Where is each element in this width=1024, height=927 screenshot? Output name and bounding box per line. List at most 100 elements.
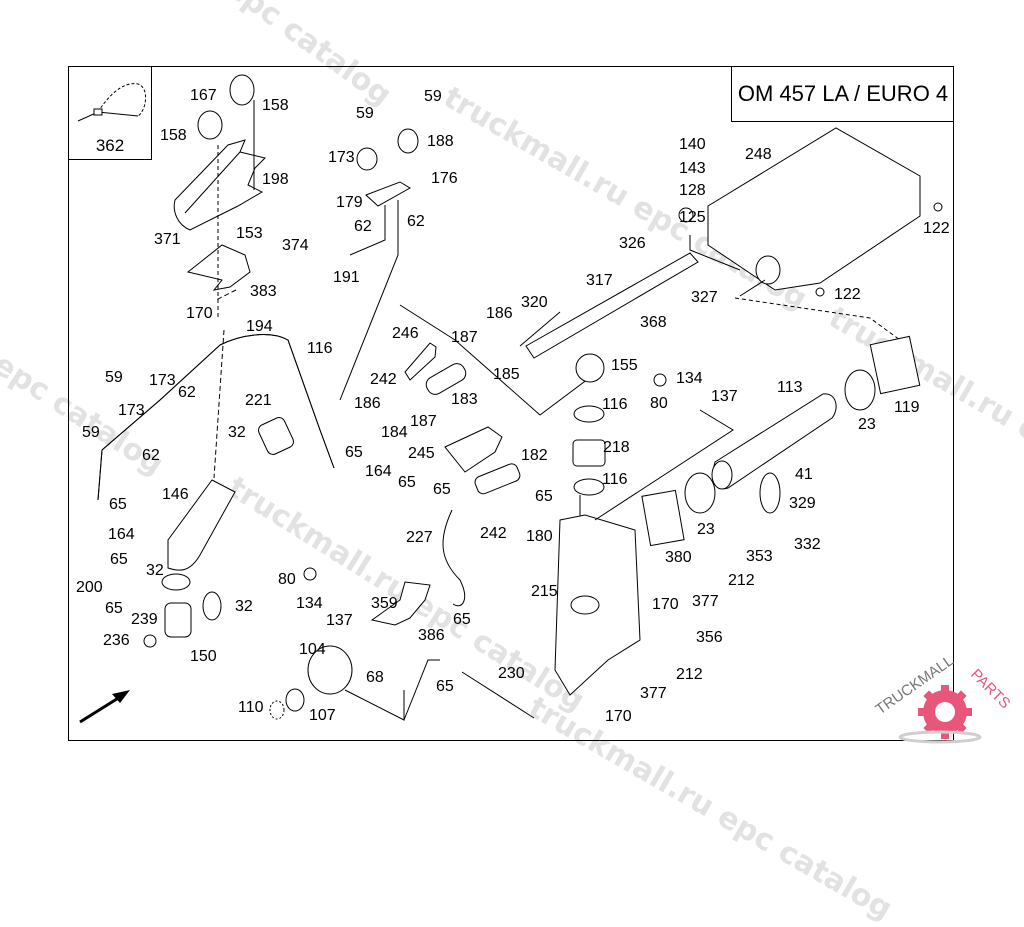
part-label-65a[interactable]: 65 <box>345 445 363 461</box>
part-label-62b[interactable]: 62 <box>407 214 425 230</box>
part-label-32b[interactable]: 32 <box>146 563 164 579</box>
part-label-59c[interactable]: 59 <box>105 370 123 386</box>
part-label-23a[interactable]: 23 <box>858 417 876 433</box>
part-label-227[interactable]: 227 <box>406 530 433 546</box>
part-label-170a[interactable]: 170 <box>186 306 213 322</box>
part-label-122b[interactable]: 122 <box>834 287 861 303</box>
part-label-200[interactable]: 200 <box>76 580 103 596</box>
part-label-158a[interactable]: 158 <box>262 98 289 114</box>
part-label-153[interactable]: 153 <box>236 226 263 242</box>
part-label-176[interactable]: 176 <box>431 171 458 187</box>
part-label-356[interactable]: 356 <box>696 630 723 646</box>
part-label-326[interactable]: 326 <box>619 236 646 252</box>
part-label-80b[interactable]: 80 <box>278 572 296 588</box>
part-label-59a[interactable]: 59 <box>424 89 442 105</box>
part-label-173a[interactable]: 173 <box>328 150 355 166</box>
part-label-368[interactable]: 368 <box>640 315 667 331</box>
part-label-317[interactable]: 317 <box>586 273 613 289</box>
part-label-32c[interactable]: 32 <box>235 599 253 615</box>
part-label-41[interactable]: 41 <box>795 467 813 483</box>
part-label-353[interactable]: 353 <box>746 549 773 565</box>
part-label-329[interactable]: 329 <box>789 496 816 512</box>
part-label-242a[interactable]: 242 <box>370 372 397 388</box>
part-label-179[interactable]: 179 <box>336 195 363 211</box>
part-label-137a[interactable]: 137 <box>711 389 738 405</box>
part-label-230[interactable]: 230 <box>498 666 525 682</box>
part-label-62c[interactable]: 62 <box>178 385 196 401</box>
part-label-23b[interactable]: 23 <box>697 522 715 538</box>
part-label-221[interactable]: 221 <box>245 393 272 409</box>
part-label-59d[interactable]: 59 <box>82 425 100 441</box>
part-label-62a[interactable]: 62 <box>354 219 372 235</box>
part-label-155[interactable]: 155 <box>611 358 638 374</box>
part-label-158b[interactable]: 158 <box>160 128 187 144</box>
part-label-212a[interactable]: 212 <box>728 573 755 589</box>
part-label-134a[interactable]: 134 <box>676 371 703 387</box>
part-label-110[interactable]: 110 <box>238 700 264 716</box>
part-label-236[interactable]: 236 <box>103 633 130 649</box>
part-label-371[interactable]: 371 <box>154 232 181 248</box>
part-label-194[interactable]: 194 <box>246 319 273 335</box>
part-label-143[interactable]: 143 <box>679 161 706 177</box>
part-label-116c[interactable]: 116 <box>602 472 628 488</box>
part-label-65b[interactable]: 65 <box>398 475 416 491</box>
part-label-185[interactable]: 185 <box>493 367 520 383</box>
part-label-104[interactable]: 104 <box>299 642 326 658</box>
part-label-116b[interactable]: 116 <box>602 397 628 413</box>
part-label-170c[interactable]: 170 <box>605 709 632 725</box>
part-label-374[interactable]: 374 <box>282 238 309 254</box>
part-label-186a[interactable]: 186 <box>486 306 513 322</box>
part-label-62d[interactable]: 62 <box>142 448 160 464</box>
part-label-242b[interactable]: 242 <box>480 526 507 542</box>
part-label-377a[interactable]: 377 <box>692 594 719 610</box>
part-label-380[interactable]: 380 <box>665 550 692 566</box>
part-label-359[interactable]: 359 <box>371 596 398 612</box>
part-label-320[interactable]: 320 <box>521 295 548 311</box>
part-label-383[interactable]: 383 <box>250 284 277 300</box>
part-label-80a[interactable]: 80 <box>650 396 668 412</box>
part-label-188[interactable]: 188 <box>427 134 454 150</box>
part-label-332[interactable]: 332 <box>794 537 821 553</box>
part-label-173b[interactable]: 173 <box>149 373 176 389</box>
part-label-134b[interactable]: 134 <box>296 596 323 612</box>
part-label-122a[interactable]: 122 <box>923 221 950 237</box>
part-label-212b[interactable]: 212 <box>676 667 703 683</box>
part-label-164a[interactable]: 164 <box>365 464 392 480</box>
part-label-245[interactable]: 245 <box>408 446 435 462</box>
part-label-184[interactable]: 184 <box>381 425 408 441</box>
part-label-215[interactable]: 215 <box>531 584 558 600</box>
part-label-68[interactable]: 68 <box>366 670 384 686</box>
part-label-119[interactable]: 119 <box>894 400 920 416</box>
part-label-107[interactable]: 107 <box>309 708 336 724</box>
part-label-182[interactable]: 182 <box>521 448 548 464</box>
part-label-187b[interactable]: 187 <box>410 414 437 430</box>
part-label-65f[interactable]: 65 <box>110 552 128 568</box>
part-label-65c[interactable]: 65 <box>433 482 451 498</box>
part-label-386[interactable]: 386 <box>418 628 445 644</box>
part-label-140[interactable]: 140 <box>679 137 706 153</box>
part-label-113[interactable]: 113 <box>777 380 803 396</box>
part-label-125[interactable]: 125 <box>679 210 706 226</box>
part-label-170b[interactable]: 170 <box>652 597 679 613</box>
part-label-198[interactable]: 198 <box>262 172 289 188</box>
part-label-32a[interactable]: 32 <box>228 425 246 441</box>
part-label-65i[interactable]: 65 <box>436 679 454 695</box>
part-label-186b[interactable]: 186 <box>354 396 381 412</box>
part-label-239[interactable]: 239 <box>131 612 158 628</box>
part-label-327[interactable]: 327 <box>691 290 718 306</box>
part-label-183[interactable]: 183 <box>451 392 478 408</box>
part-label-191[interactable]: 191 <box>333 270 360 286</box>
part-label-218[interactable]: 218 <box>603 440 630 456</box>
part-label-150[interactable]: 150 <box>190 649 217 665</box>
part-label-116a[interactable]: 116 <box>307 341 333 357</box>
part-label-65e[interactable]: 65 <box>109 497 127 513</box>
part-label-137b[interactable]: 137 <box>326 613 353 629</box>
part-label-164b[interactable]: 164 <box>108 527 135 543</box>
part-label-187a[interactable]: 187 <box>451 330 478 346</box>
part-label-65d[interactable]: 65 <box>535 489 553 505</box>
part-label-167[interactable]: 167 <box>190 88 217 104</box>
part-label-128[interactable]: 128 <box>679 183 706 199</box>
part-label-377b[interactable]: 377 <box>640 686 667 702</box>
part-label-173c[interactable]: 173 <box>118 403 145 419</box>
part-label-180[interactable]: 180 <box>526 529 553 545</box>
